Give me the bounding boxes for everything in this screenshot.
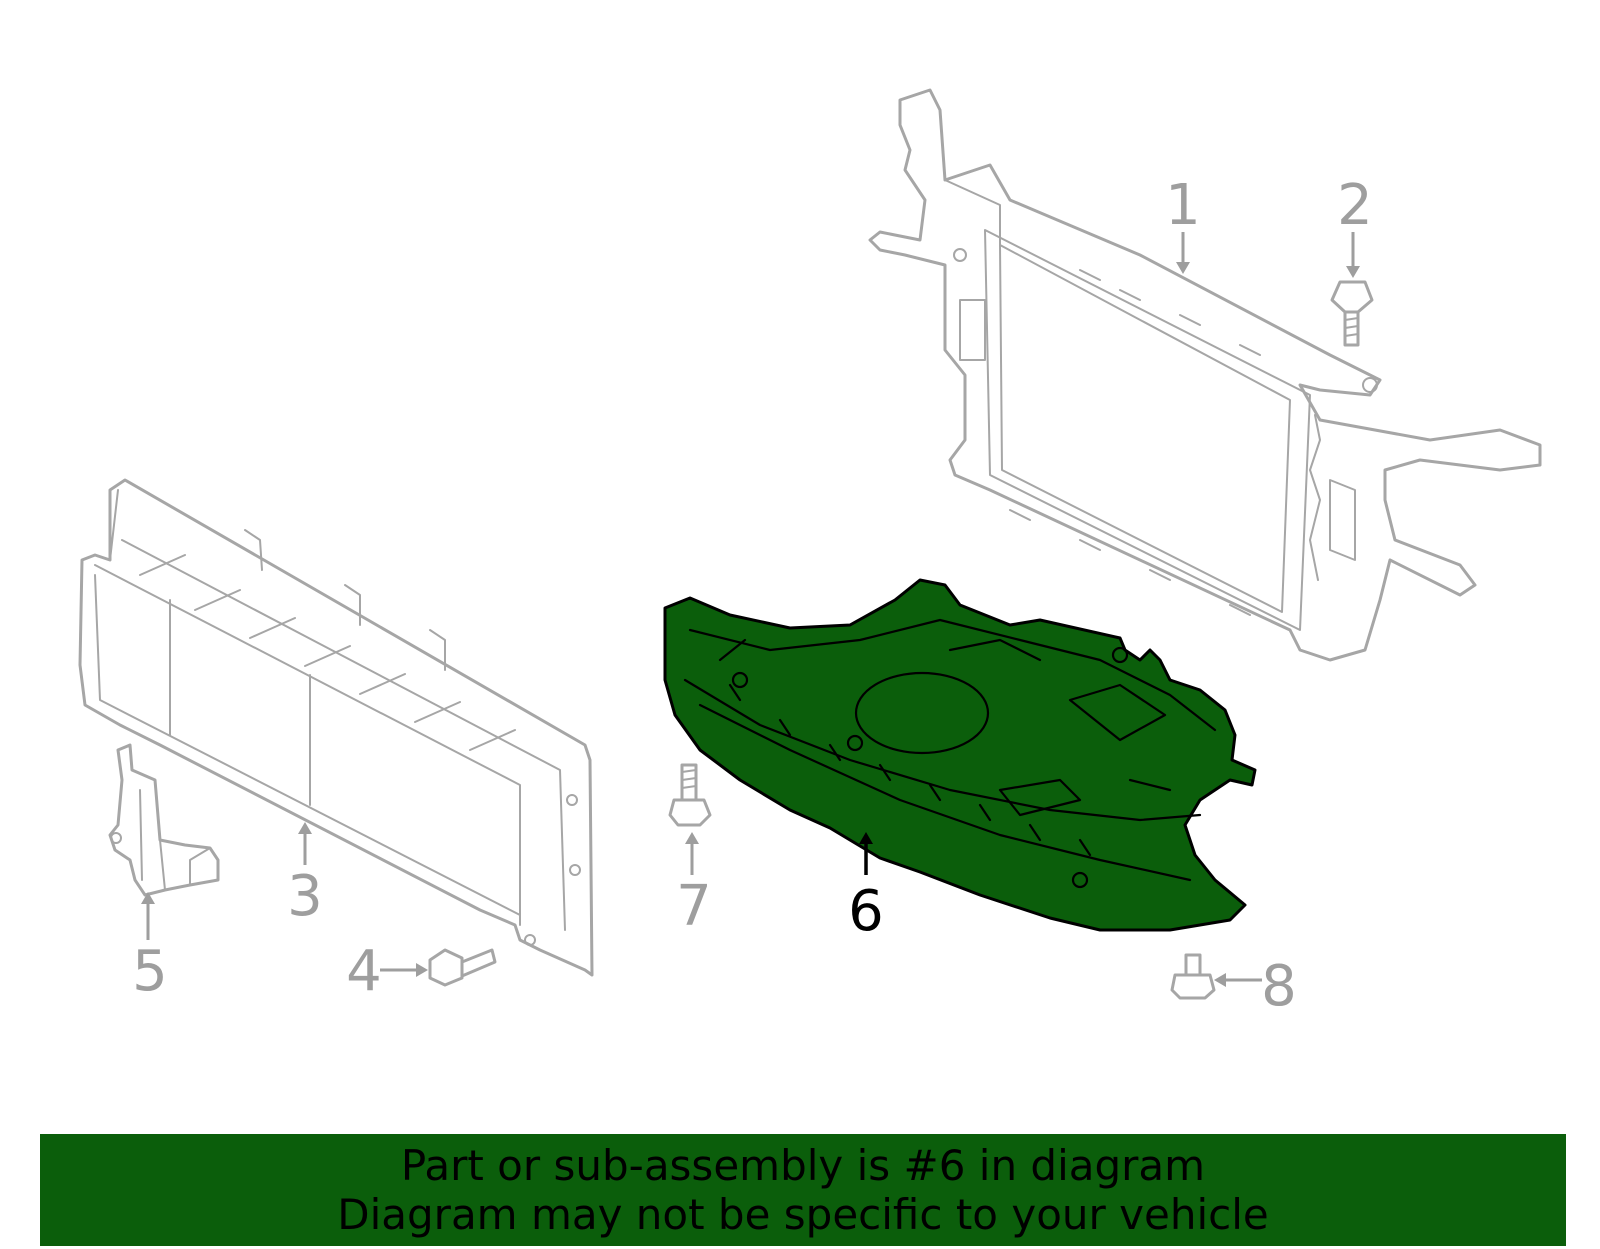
bracket-part-5: [108, 743, 220, 897]
callout-8: 8: [1261, 954, 1297, 1019]
undercover-part-6: [663, 578, 1257, 932]
banner-line-disclaimer: Diagram may not be specific to your vehi…: [337, 1190, 1269, 1239]
banner-line-part-number: Part or sub-assembly is #6 in diagram: [400, 1141, 1206, 1190]
bolt-part-7: [668, 763, 712, 827]
callout-6: 6: [848, 879, 884, 944]
bolt-part-2: [1330, 280, 1374, 347]
callout-5: 5: [132, 939, 168, 1004]
bolt-part-4: [428, 948, 497, 987]
clip-part-8: [1170, 953, 1216, 1000]
callout-1: 1: [1165, 173, 1201, 238]
air-guide-part: [78, 478, 594, 977]
callout-7: 7: [676, 874, 712, 939]
callout-2: 2: [1337, 173, 1373, 238]
radiator-support-part: [868, 88, 1542, 662]
callout-4: 4: [346, 939, 382, 1004]
info-banner: Part or sub-assembly is #6 in diagram Di…: [40, 1134, 1566, 1246]
callout-arrows: [141, 232, 1360, 987]
callout-3: 3: [287, 864, 323, 929]
